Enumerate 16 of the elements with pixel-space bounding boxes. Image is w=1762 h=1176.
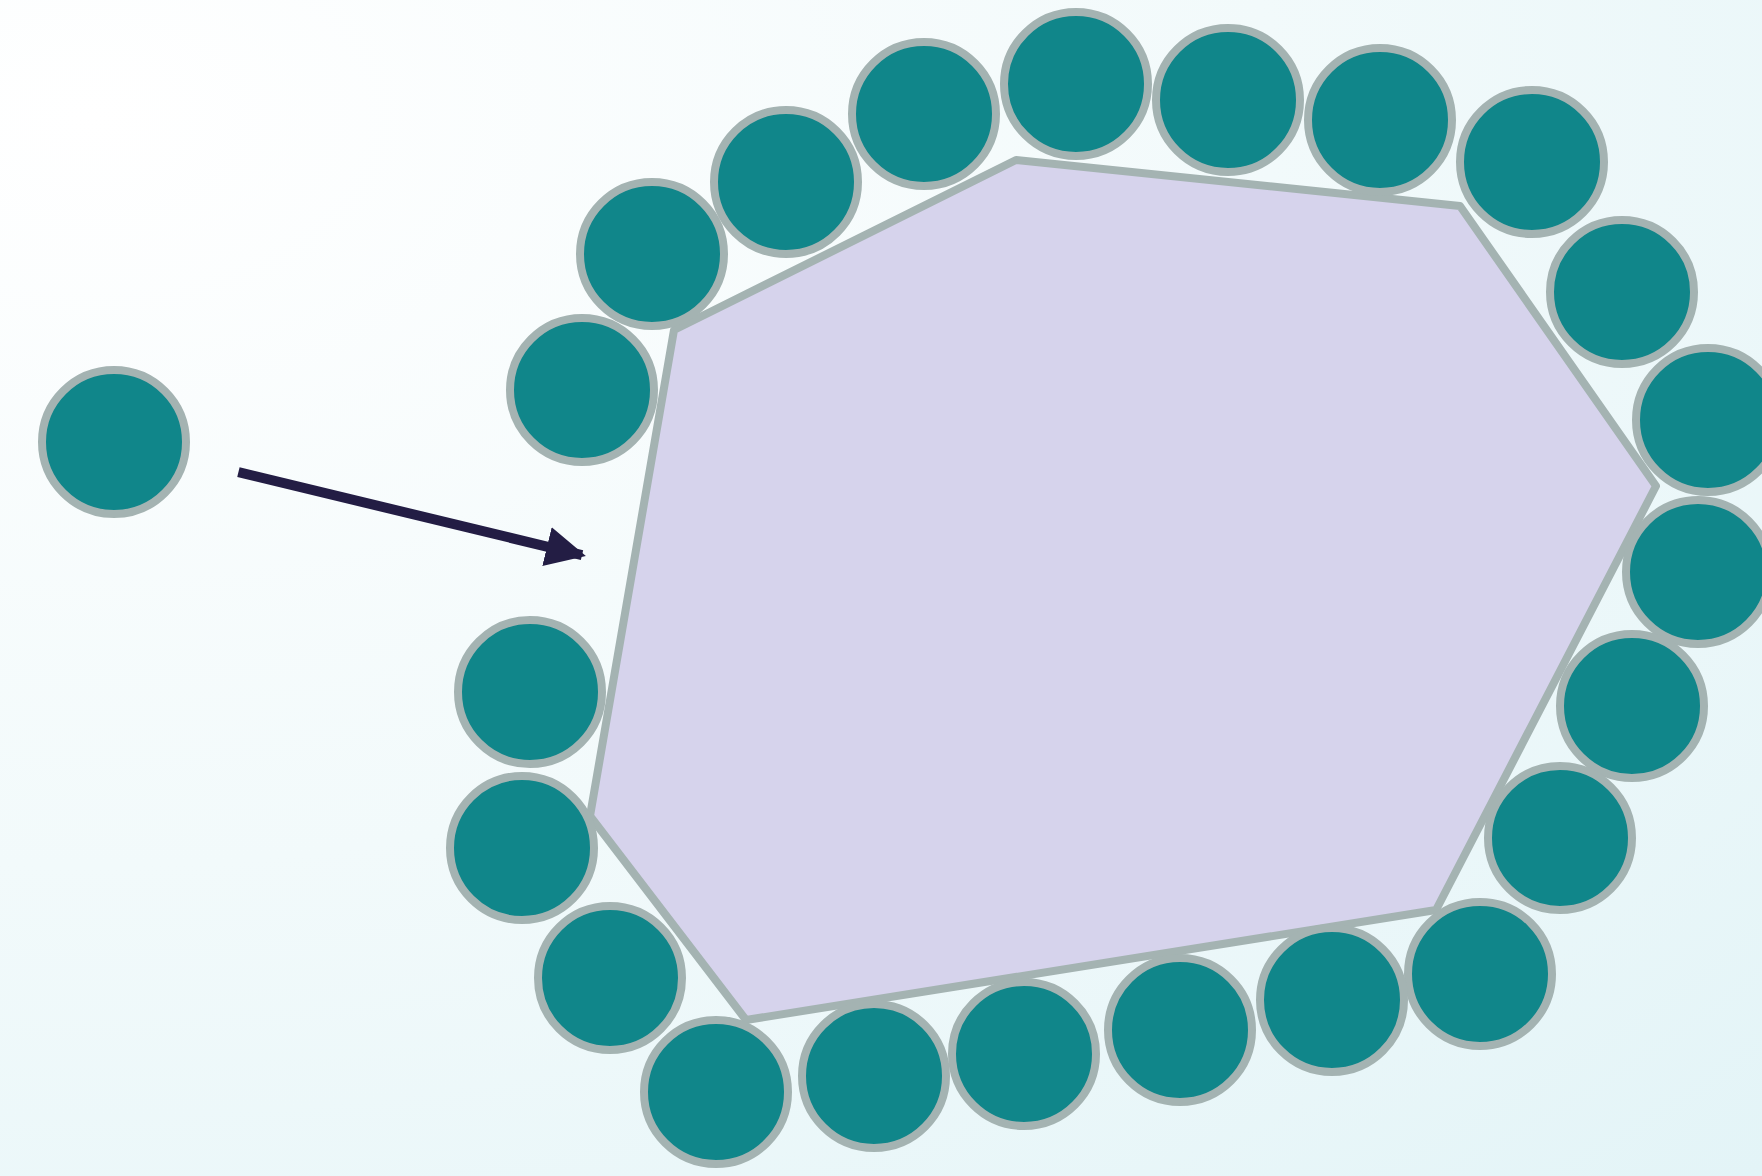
polygon-cell <box>584 154 1662 1026</box>
particle-circle <box>1484 762 1636 914</box>
particle-circle <box>1622 496 1762 648</box>
particle-circle <box>1104 954 1256 1106</box>
particle-circle <box>1304 44 1456 196</box>
particle-circle <box>848 38 1000 190</box>
particle-circle <box>1256 924 1408 1076</box>
particle-circle <box>1000 8 1152 160</box>
particle-circle <box>1152 24 1304 176</box>
particle-circle <box>1556 630 1708 782</box>
arrow <box>237 467 586 567</box>
particle-circle <box>534 902 686 1054</box>
particle-circle <box>948 978 1100 1130</box>
particle-circle <box>710 106 862 258</box>
particle-circle <box>1546 216 1698 368</box>
particle-circle <box>1632 344 1762 496</box>
